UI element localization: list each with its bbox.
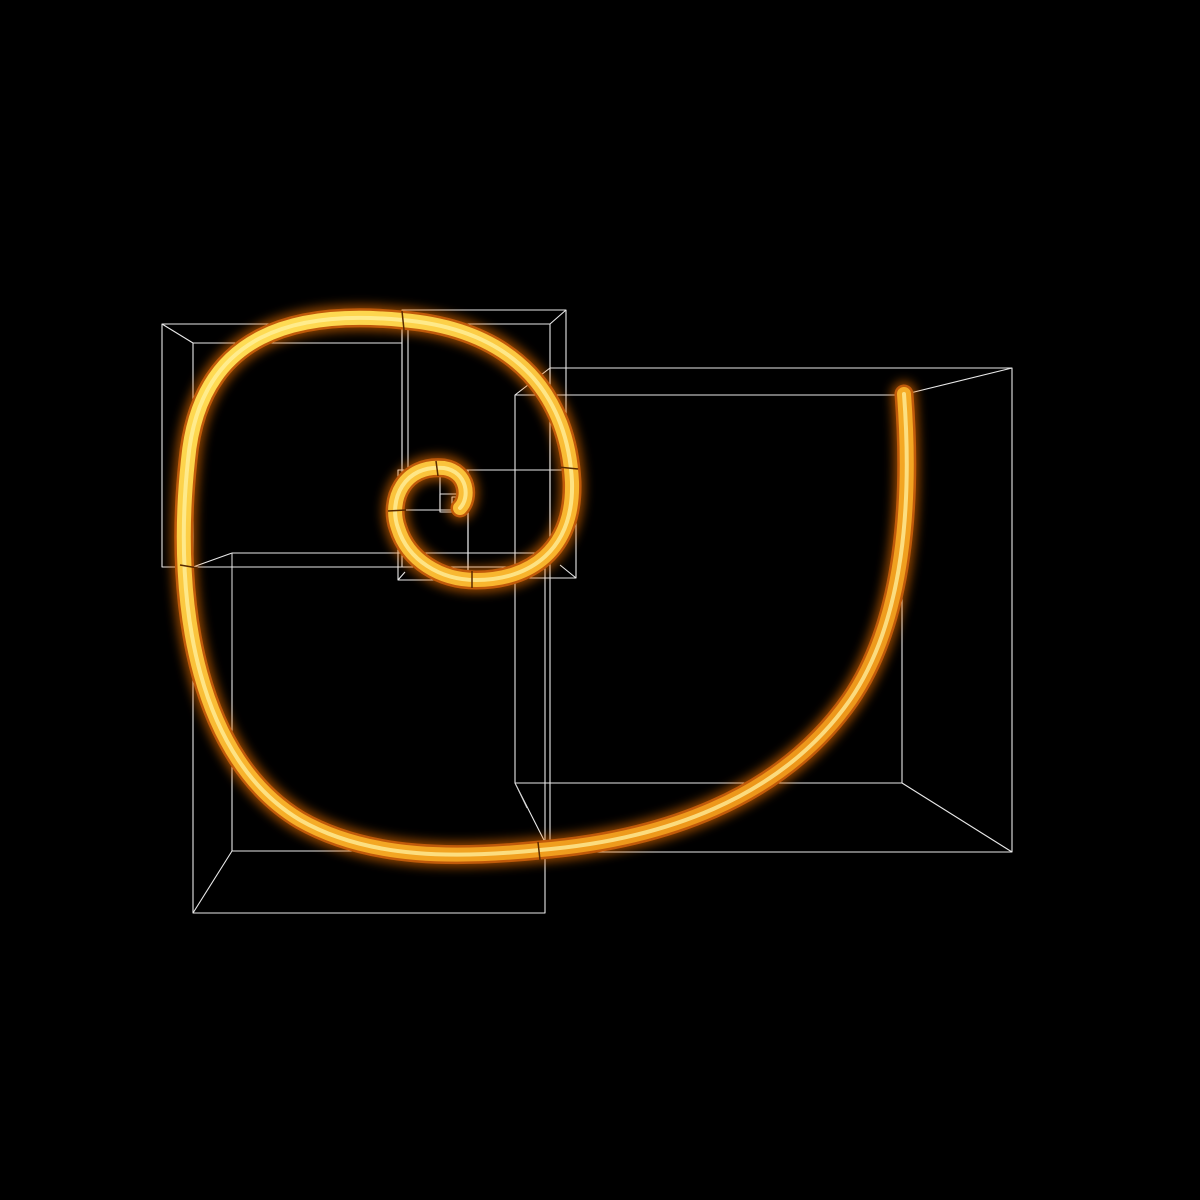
- spiral-highlight: [181, 315, 909, 857]
- spiral-joints: [179, 310, 579, 861]
- golden-spiral-tube: [170, 304, 920, 868]
